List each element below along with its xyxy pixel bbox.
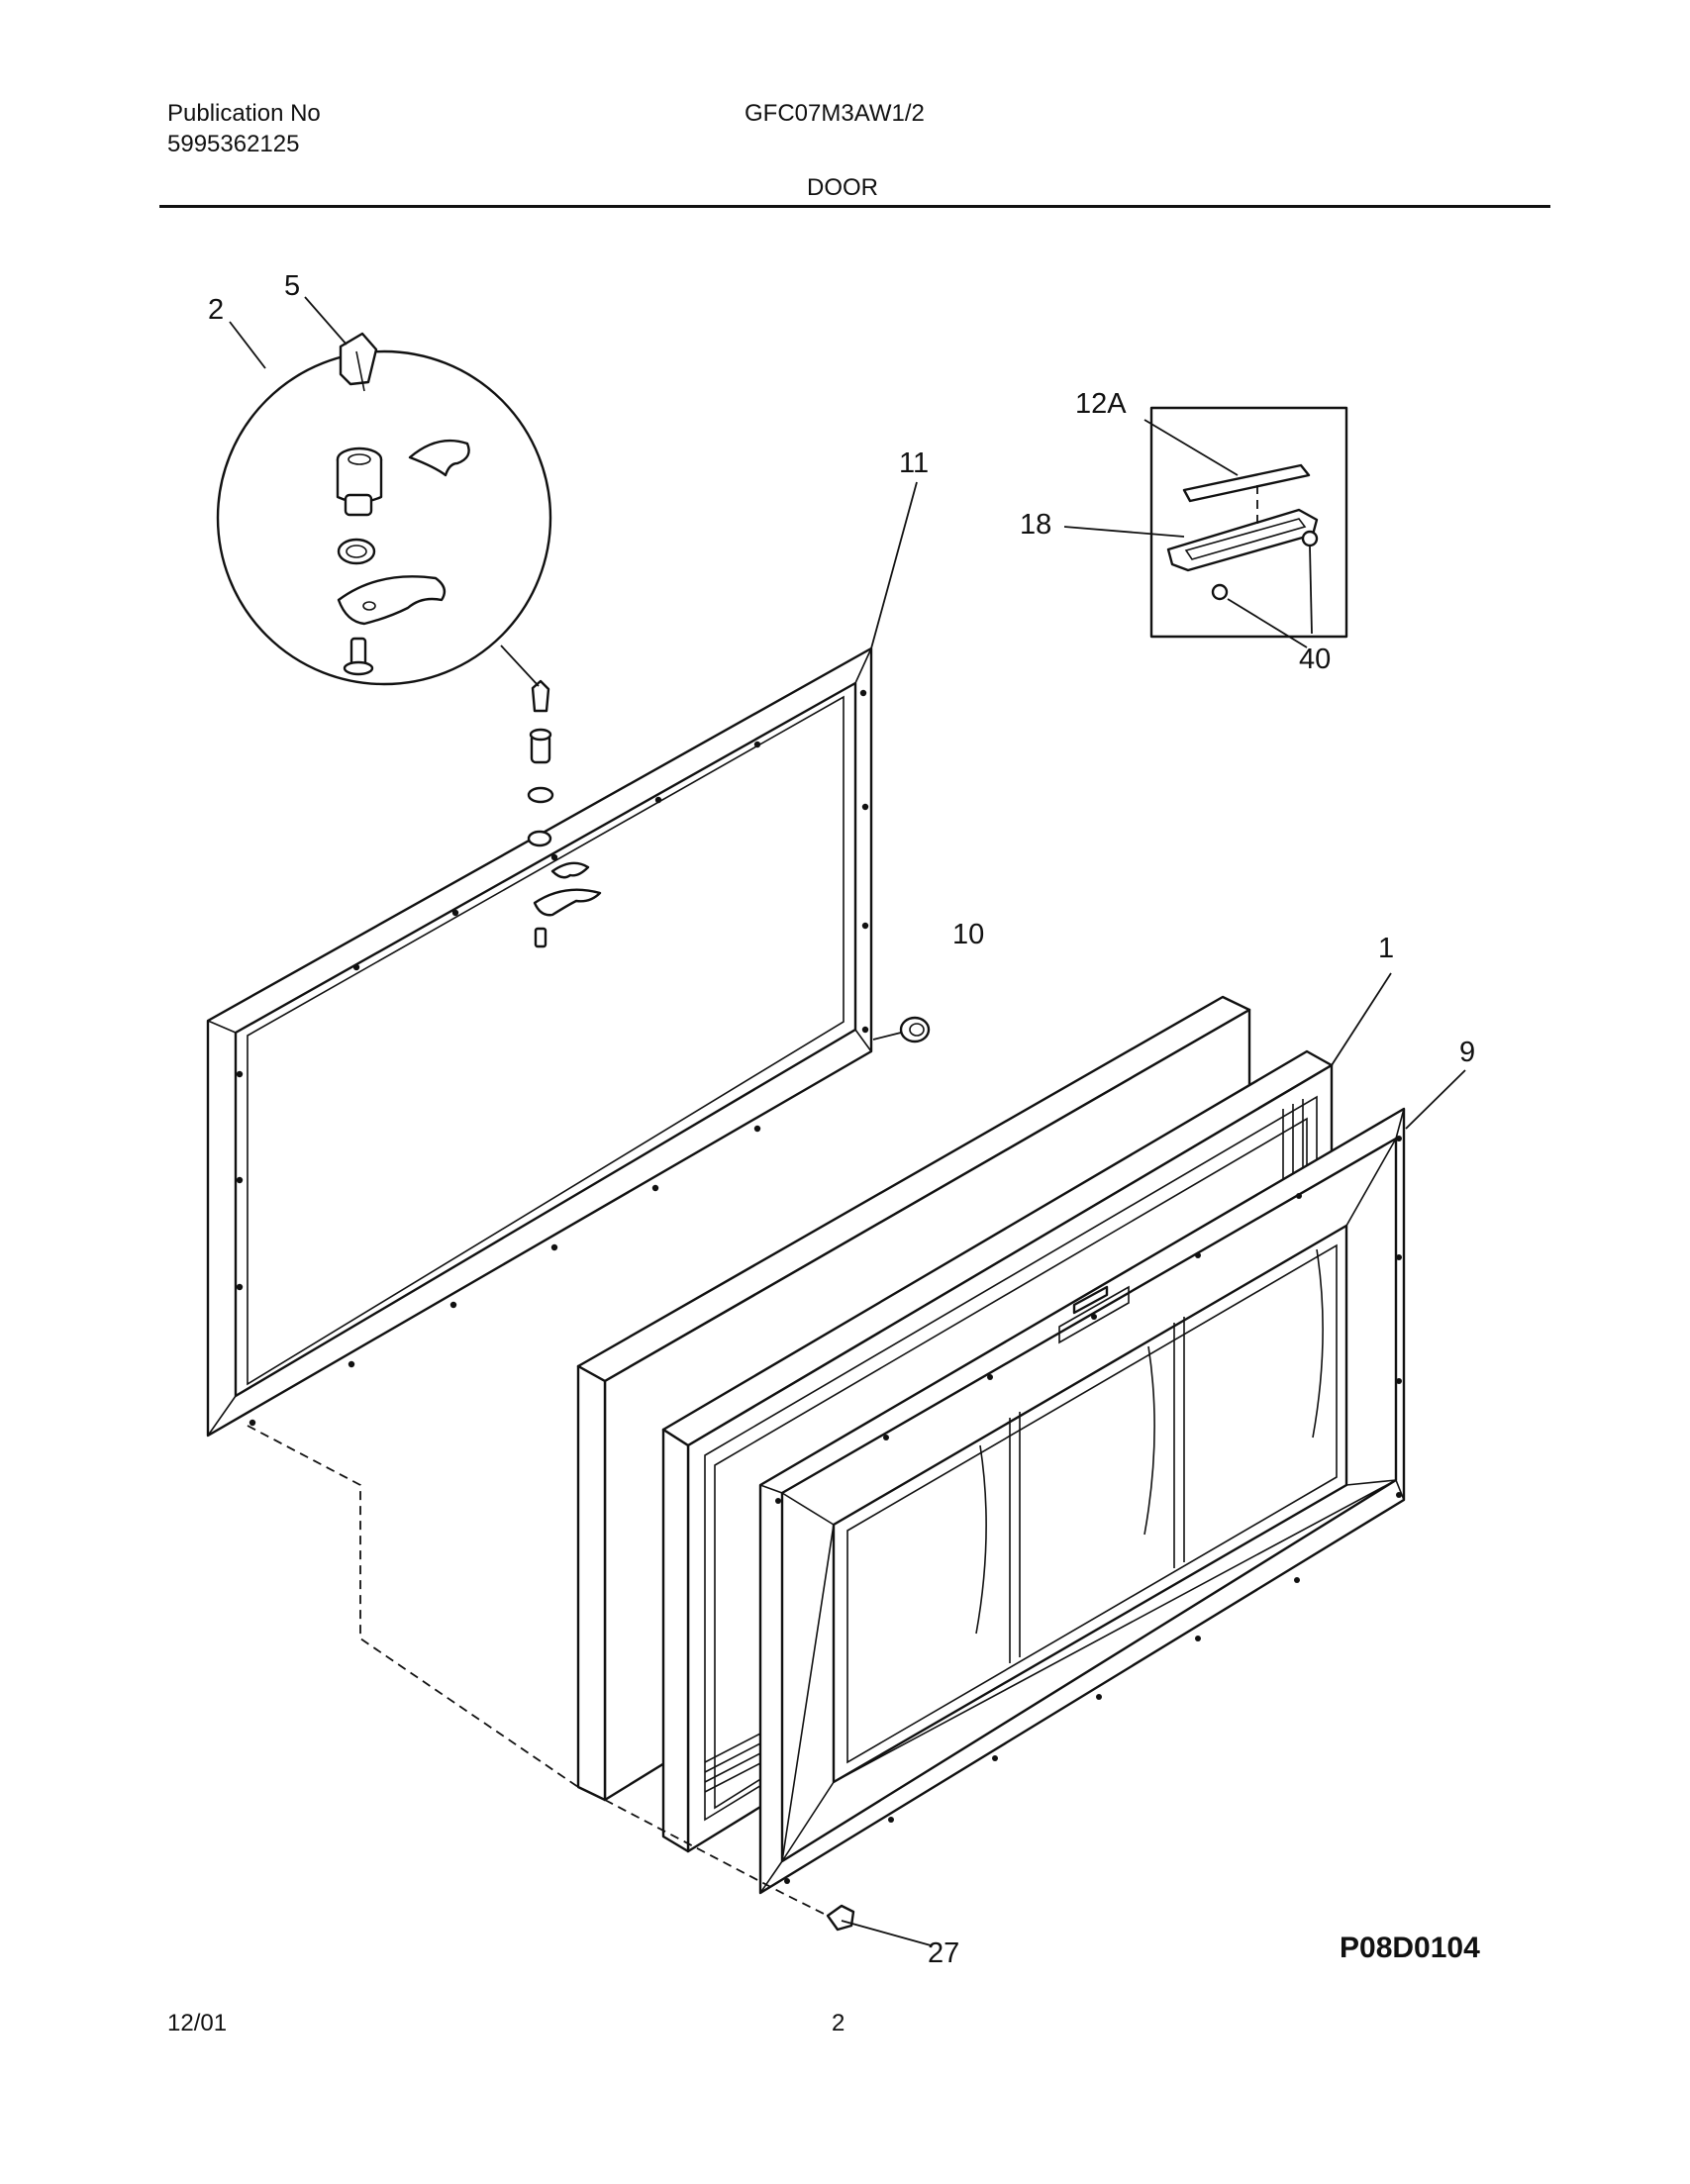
callout-5: 5 <box>284 270 300 302</box>
footer-date: 12/01 <box>167 2010 228 2036</box>
callout-12a: 12A <box>1075 388 1127 420</box>
publication-label: Publication No <box>167 100 321 127</box>
alignment-line-frame <box>247 1425 579 1788</box>
part-27-screw <box>826 1904 932 1946</box>
publication-number: 5995362125 <box>167 131 300 157</box>
callout-2: 2 <box>208 294 224 326</box>
page-number: 2 <box>832 2010 845 2036</box>
drawing-code: P08D0104 <box>1340 1932 1480 1964</box>
part-2-lock-assembly-installed <box>527 679 602 948</box>
model-number: GFC07M3AW1/2 <box>745 100 925 127</box>
callout-11: 11 <box>899 447 929 479</box>
header-rule <box>159 205 1550 208</box>
part-10-hinge-cap <box>872 1016 931 1043</box>
callout-9: 9 <box>1459 1037 1475 1068</box>
section-title: DOOR <box>807 174 878 201</box>
callout-40: 40 <box>1299 644 1331 675</box>
detail-connector-line <box>500 645 540 687</box>
part-11-door-frame <box>206 646 873 1438</box>
leader-lines <box>229 296 1466 1130</box>
callout-10: 10 <box>952 919 984 950</box>
callout-1: 1 <box>1378 933 1394 964</box>
callout-18: 18 <box>1020 509 1051 541</box>
callout-27: 27 <box>928 1937 959 1969</box>
alignment-line-screw <box>604 1799 829 1917</box>
part-2-lock-detail-view <box>216 332 552 686</box>
handle-detail-view <box>1149 406 1348 639</box>
part-9-inner-door-liner <box>758 1107 1406 1895</box>
